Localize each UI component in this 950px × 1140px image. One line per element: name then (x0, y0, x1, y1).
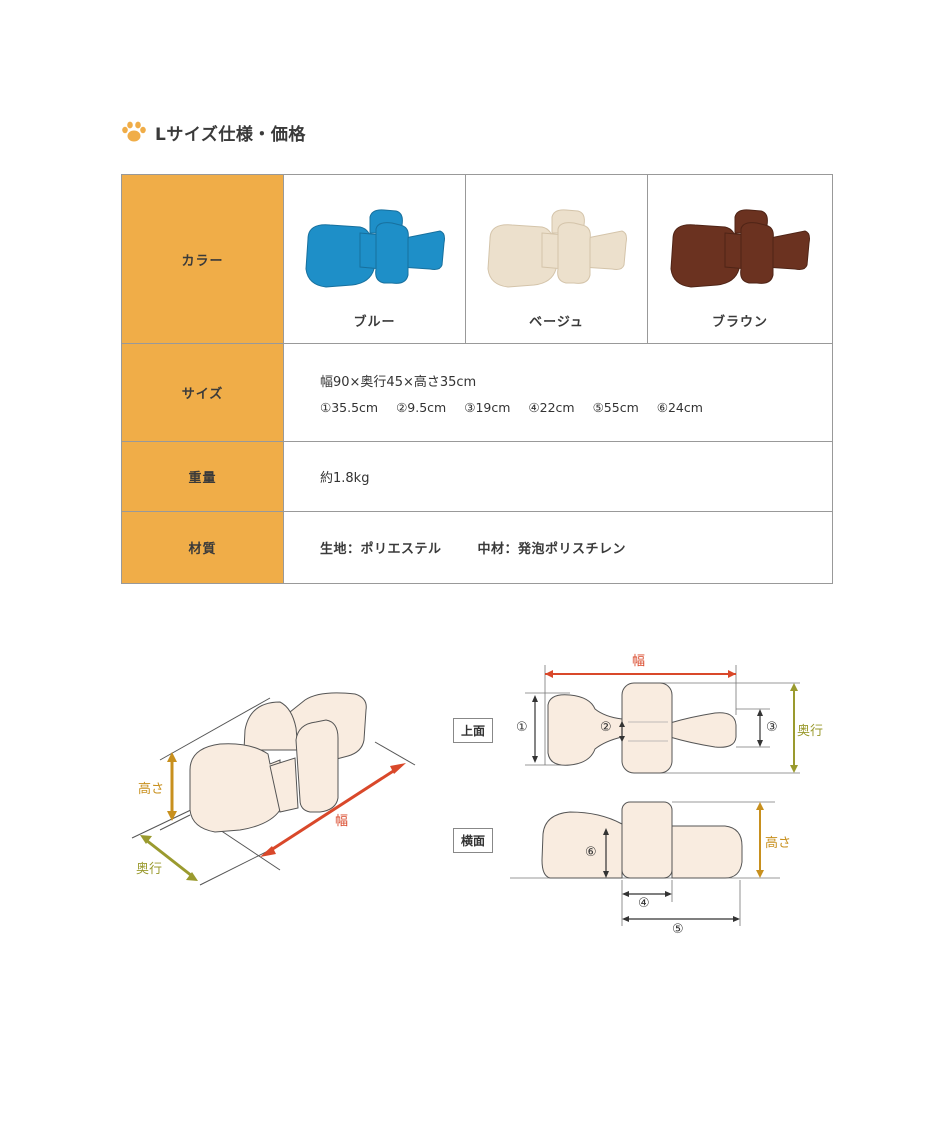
cushion-image-blue (304, 209, 445, 288)
fabric-material: 生地：ポリエステル (320, 542, 442, 557)
part-size-3: ③19cm (464, 399, 511, 415)
row-label-color: カラー (121, 174, 284, 344)
spec-table: カラー ブルー (121, 174, 833, 584)
part-size-5: ⑤55cm (592, 399, 639, 415)
paw-icon (122, 121, 146, 142)
row-label-size: サイズ (121, 343, 284, 442)
filling-material: 中材：発泡ポリスチレン (477, 542, 627, 557)
isometric-diagram: 高さ 幅 奥行 (120, 680, 420, 900)
part-size-4: ④22cm (528, 399, 575, 415)
iso-width-label: 幅 (335, 814, 349, 829)
page-title: Lサイズ仕様・価格 (155, 124, 306, 145)
table-row-color: カラー ブルー (121, 174, 833, 344)
part-sizes: ①35.5cm ②9.5cm ③19cm ④22cm ⑤55cm ⑥24cm (320, 400, 832, 415)
marker-1: ① (516, 720, 528, 735)
row-label-weight: 重量 (121, 441, 284, 512)
color-option-brown[interactable]: ブラウン (647, 174, 833, 344)
marker-3: ③ (766, 720, 778, 735)
marker-2: ② (600, 720, 612, 735)
iso-height-label: 高さ (138, 782, 165, 797)
cushion-image-beige (486, 209, 627, 288)
part-size-6: ⑥24cm (656, 399, 703, 415)
side-view-drawing (510, 801, 780, 926)
side-view-diagram: 横面 高さ ⑥ ④ ⑤ (440, 790, 840, 950)
table-row-material: 材質 生地：ポリエステル 中材：発泡ポリスチレン (121, 511, 833, 584)
weight-value: 約1.8kg (283, 441, 833, 512)
section-heading: Lサイズ仕様・価格 (121, 118, 306, 146)
top-view-drawing (525, 665, 800, 774)
material-value: 生地：ポリエステル 中材：発泡ポリスチレン (283, 511, 833, 584)
row-label-material: 材質 (121, 511, 284, 584)
table-row-weight: 重量 約1.8kg (121, 441, 833, 512)
color-option-beige[interactable]: ベージュ (465, 174, 648, 344)
overall-size: 幅90×奥行45×高さ35cm (320, 374, 477, 390)
cushion-image-brown (670, 209, 810, 288)
color-name: ベージュ (529, 315, 584, 330)
side-height-label: 高さ (765, 836, 792, 851)
color-option-blue[interactable]: ブルー (283, 174, 466, 344)
iso-depth-label: 奥行 (136, 862, 163, 877)
color-name: ブルー (353, 315, 396, 330)
marker-6: ⑥ (585, 845, 597, 860)
side-view-tag: 横面 (453, 828, 494, 853)
marker-5: ⑤ (672, 922, 684, 937)
size-value: 幅90×奥行45×高さ35cm ①35.5cm ②9.5cm ③19cm ④22… (283, 343, 833, 442)
top-view-tag: 上面 (453, 718, 494, 743)
table-row-size: サイズ 幅90×奥行45×高さ35cm ①35.5cm ②9.5cm ③19cm… (121, 343, 833, 442)
part-size-2: ②9.5cm (396, 399, 447, 415)
top-view-diagram: 上面 幅 奥行 ① ② ③ (440, 645, 840, 790)
isometric-cushion-drawing (131, 692, 416, 886)
top-depth-label: 奥行 (797, 724, 824, 739)
part-size-1: ①35.5cm (320, 399, 379, 415)
color-name: ブラウン (711, 315, 768, 330)
top-width-label: 幅 (632, 654, 646, 669)
marker-4: ④ (638, 896, 650, 911)
